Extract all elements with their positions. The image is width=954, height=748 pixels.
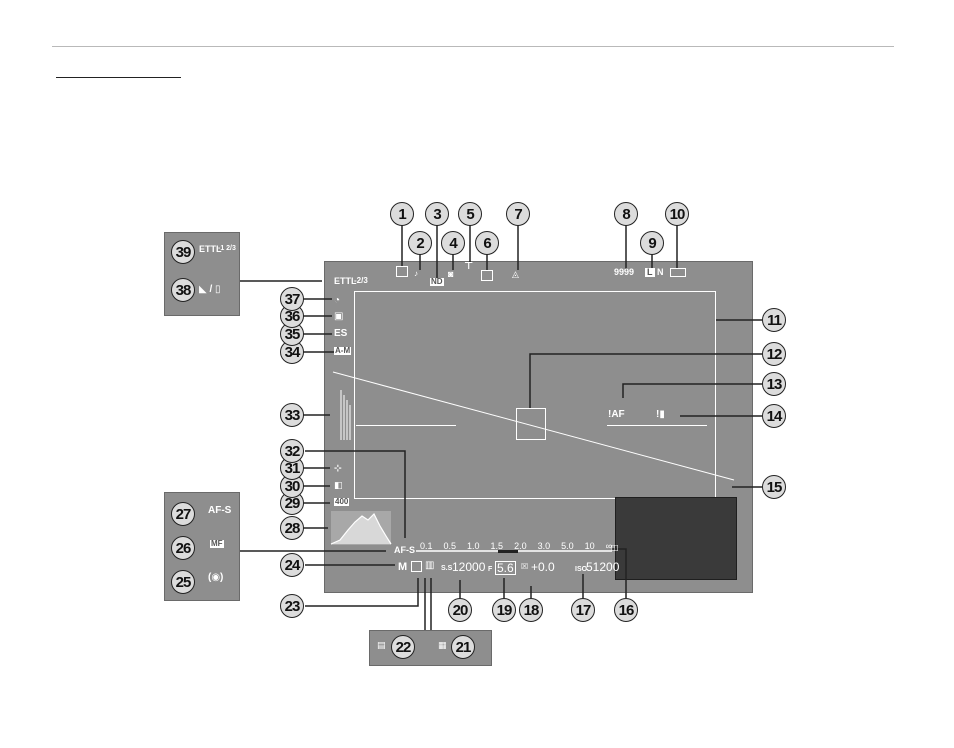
iso-prefix: ISO	[575, 566, 588, 573]
panel-mf: MF	[210, 539, 224, 548]
callout-11: 11	[762, 308, 786, 332]
callout-3: 3	[425, 202, 449, 226]
scale-mark: 2.0	[514, 541, 527, 551]
callout-18: 18	[519, 598, 543, 622]
callout-34: 34	[280, 340, 304, 364]
aperture-prefix: F	[488, 566, 493, 573]
scale-mark: 5.0	[561, 541, 574, 551]
exposure-comp-icon: ☒	[521, 562, 529, 571]
callout-20: 20	[448, 598, 472, 622]
dual-display-inset	[615, 497, 737, 580]
callout-23: 23	[280, 594, 304, 618]
white-balance-icon: ⊹	[334, 463, 342, 473]
scale-mark: 1.5	[490, 541, 504, 551]
location-icon: ◬	[512, 269, 519, 279]
callout-39: 39	[171, 240, 195, 264]
camera-icon: ◙	[448, 269, 454, 279]
focus-frame	[516, 408, 546, 440]
scale-mark: 3.0	[537, 541, 551, 551]
callout-9: 9	[640, 231, 664, 255]
callout-1: 1	[390, 202, 414, 226]
virtual-horizon-left	[356, 425, 456, 426]
callout-28: 28	[280, 516, 304, 540]
shots-remaining: 9999	[614, 267, 635, 277]
callout-12: 12	[762, 342, 786, 366]
image-size: L	[645, 267, 655, 277]
callout-33: 33	[280, 403, 304, 427]
flash-comp: -2/3	[354, 276, 368, 285]
callout-7: 7	[506, 202, 530, 226]
dynamic-range-icon: ◧	[334, 480, 343, 490]
flash-mode: ETTL	[334, 276, 357, 286]
scale-mark: 0.5	[443, 541, 457, 551]
callout-24: 24	[280, 553, 304, 577]
panel-continuous-icon: (◉)	[208, 572, 224, 583]
callout-38: 38	[171, 278, 195, 302]
callout-6: 6	[475, 231, 499, 255]
callout-10: 10	[665, 202, 689, 226]
callout-8: 8	[614, 202, 638, 226]
image-quality: N	[657, 267, 664, 277]
temperature-warning-icon: !▮	[656, 409, 665, 420]
film-simulation: 400	[334, 497, 350, 506]
title-underline	[56, 77, 181, 78]
scale-mark: ∞	[605, 541, 613, 551]
callout-27: 27	[171, 502, 195, 526]
af-warning: !AF	[608, 409, 625, 420]
panel-electronic-icon: ▤	[377, 640, 386, 650]
focus-mode: AF-S	[394, 545, 415, 555]
shutter-type-icon: ▥	[425, 560, 435, 571]
lock-icon	[396, 266, 408, 277]
shutter-prefix: S.S	[441, 565, 453, 572]
continuous-icon: ▣	[334, 311, 344, 322]
self-timer-icon: ◔	[334, 295, 341, 306]
battery-icon	[670, 268, 686, 277]
callout-15: 15	[762, 475, 786, 499]
callout-21: 21	[451, 635, 475, 659]
callout-4: 4	[441, 231, 465, 255]
callout-32: 32	[280, 439, 304, 463]
callout-19: 19	[492, 598, 516, 622]
virtual-horizon-right	[607, 425, 707, 426]
sd-icon	[481, 270, 493, 281]
callout-13: 13	[762, 372, 786, 396]
callout-26: 26	[171, 536, 195, 560]
focus-indicator-icon: ◫	[611, 543, 619, 552]
aperture-value: 5.6	[495, 561, 516, 575]
frame-outline	[354, 291, 716, 499]
callout-5: 5	[458, 202, 482, 226]
callout-25: 25	[171, 570, 195, 594]
callout-16: 16	[614, 598, 638, 622]
panel-af-s: AF-S	[208, 505, 232, 516]
distance-scale: 0.1 0.5 1.0 1.5 2.0 3.0 5.0 10 ∞	[420, 541, 623, 551]
exposure-mode: M	[398, 561, 408, 573]
panel-commander-icon: ◣ / ▯	[199, 284, 221, 295]
scale-mark: 10	[584, 541, 595, 551]
callout-37: 37	[280, 287, 304, 311]
exposure-comp: +0.0	[531, 560, 555, 574]
panel-flash-comp: -1 2/3	[218, 245, 236, 252]
panel-flash-label: ETTL	[199, 244, 222, 254]
temperature-icon: ⊤	[464, 261, 474, 272]
iso-value: 51200	[586, 560, 620, 574]
top-rule	[52, 46, 894, 47]
electronic-shutter: ES	[334, 328, 348, 339]
nd-indicator: ND	[430, 277, 444, 286]
sound-off-icon: ♪	[414, 269, 418, 278]
a-m-indicator: A-M	[334, 346, 352, 355]
panel-mechanical-icon: ▦	[438, 640, 447, 650]
metering-icon	[411, 561, 422, 572]
callout-14: 14	[762, 404, 786, 428]
callout-2: 2	[408, 231, 432, 255]
callout-17: 17	[571, 598, 595, 622]
callout-22: 22	[391, 635, 415, 659]
callout-35: 35	[280, 322, 304, 346]
scale-mark: 1.0	[467, 541, 480, 551]
shutter-speed: 12000	[452, 560, 486, 574]
scale-mark: 0.1	[420, 541, 433, 551]
